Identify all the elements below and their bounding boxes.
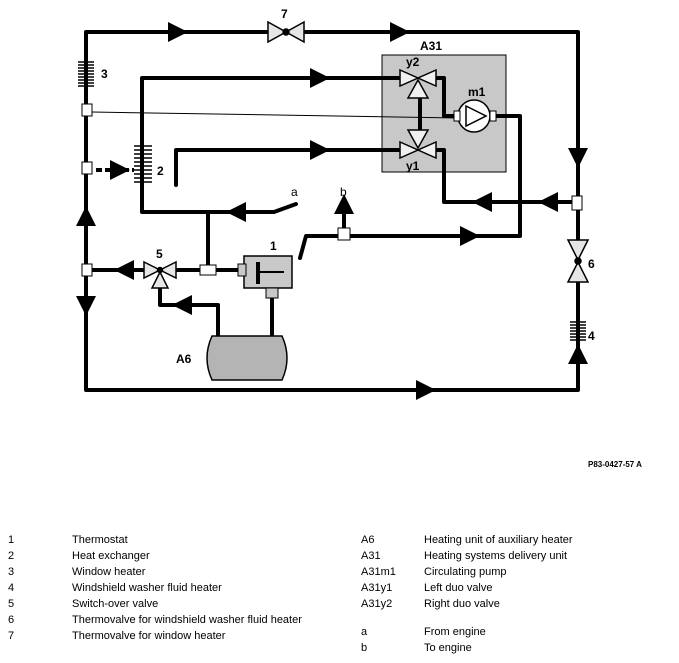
legend-key: 5 xyxy=(8,598,15,610)
label-y1: y1 xyxy=(406,159,420,173)
control-line xyxy=(91,111,459,119)
legend-item: a From engine xyxy=(361,624,679,640)
washer-fluid-heater-4 xyxy=(570,321,586,341)
label-7: 7 xyxy=(281,7,288,21)
legend-text: Heat exchanger xyxy=(72,550,150,562)
legend-text: Heating unit of auxiliary heater xyxy=(424,534,573,546)
legend-item: 7 Thermovalve for window heater xyxy=(8,628,358,644)
legend-item: A31y2 Right duo valve xyxy=(361,596,679,612)
legend-text: Right duo valve xyxy=(424,598,500,610)
legend-text: Thermovalve for windshield washer fluid … xyxy=(72,614,302,626)
thermovalve-6 xyxy=(566,239,590,283)
thermostat-1 xyxy=(237,255,293,299)
legend-item: b To engine xyxy=(361,640,679,656)
legend-key: A31m1 xyxy=(361,566,396,578)
pipe-valve5-heater xyxy=(158,282,220,337)
coolant-circuit-diagram: 7 3 2 A31 y2 m1 y1 a b 1 5 6 4 A6 P83-04… xyxy=(76,7,642,469)
pipe-outer-loop xyxy=(84,30,580,392)
legend-key: A31y2 xyxy=(361,598,393,610)
legend-text: Switch-over valve xyxy=(72,598,159,610)
left-duo-valve-y1 xyxy=(399,129,437,160)
heat-exchanger-2 xyxy=(134,145,152,183)
legend-text: Thermovalve for window heater xyxy=(72,630,226,642)
label-6: 6 xyxy=(588,257,595,271)
pipe-pump-outlet xyxy=(298,114,522,260)
legend-key: 1 xyxy=(8,534,15,546)
legend-item: A6 Heating unit of auxiliary heater xyxy=(361,532,679,548)
thermovalve-7 xyxy=(267,20,305,44)
label-a31: A31 xyxy=(420,39,442,53)
legend-item: 1 Thermostat xyxy=(8,532,358,548)
legend-key: 3 xyxy=(8,566,15,578)
legend-item: A31 Heating systems delivery unit xyxy=(361,548,679,564)
heating-unit-a6 xyxy=(206,335,288,381)
label-a: a xyxy=(291,185,298,199)
legend-key: a xyxy=(361,626,368,638)
legend-text: Left duo valve xyxy=(424,582,493,594)
legend-item: 4 Windshield washer fluid heater xyxy=(8,580,358,596)
label-2: 2 xyxy=(157,164,164,178)
legend-text: Circulating pump xyxy=(424,566,507,578)
label-5: 5 xyxy=(156,247,163,261)
label-4: 4 xyxy=(588,329,595,343)
legend-key: A6 xyxy=(361,534,375,546)
switch-over-valve-5 xyxy=(143,260,177,289)
legend-item: 6 Thermovalve for windshield washer fluid… xyxy=(8,612,358,628)
window-heater-3 xyxy=(78,61,94,87)
legend-key: 7 xyxy=(8,630,15,642)
legend-key: A31 xyxy=(361,550,381,562)
pipe-return-a xyxy=(140,148,298,214)
label-m1: m1 xyxy=(468,85,486,99)
legend-item: 3 Window heater xyxy=(8,564,358,580)
legend-key: 4 xyxy=(8,582,15,594)
legend-text: Thermostat xyxy=(72,534,128,546)
legend-spacer xyxy=(361,612,679,624)
legend-text: To engine xyxy=(424,642,472,654)
pipe-to-y1 xyxy=(174,148,412,187)
legend-key: 6 xyxy=(8,614,15,626)
legend-key: 2 xyxy=(8,550,15,562)
legend-item: 5 Switch-over valve xyxy=(8,596,358,612)
legend-text: Window heater xyxy=(72,566,146,578)
legend-text: Windshield washer fluid heater xyxy=(72,582,222,594)
legend-key: A31y1 xyxy=(361,582,393,594)
legend-item: A31y1 Left duo valve xyxy=(361,580,679,596)
label-y2: y2 xyxy=(406,55,420,69)
legend-left: 1 Thermostat 2 Heat exchanger 3 Window heater… xyxy=(8,532,358,644)
legend-item: A31m1 Circulating pump xyxy=(361,564,679,580)
label-a6: A6 xyxy=(176,352,192,366)
legend-text: Heating systems delivery unit xyxy=(424,550,568,562)
legend-item: 2 Heat exchanger xyxy=(8,548,358,564)
legend-key: b xyxy=(361,642,368,654)
label-b: b xyxy=(340,185,347,199)
legend-text: From engine xyxy=(424,626,486,638)
label-3: 3 xyxy=(101,67,108,81)
pipe-to-y2 xyxy=(140,76,412,152)
label-1: 1 xyxy=(270,239,277,253)
circulating-pump-m1 xyxy=(453,99,497,133)
drawing-code: P83-0427-57 A xyxy=(588,460,642,469)
right-duo-valve-y2 xyxy=(399,68,437,99)
